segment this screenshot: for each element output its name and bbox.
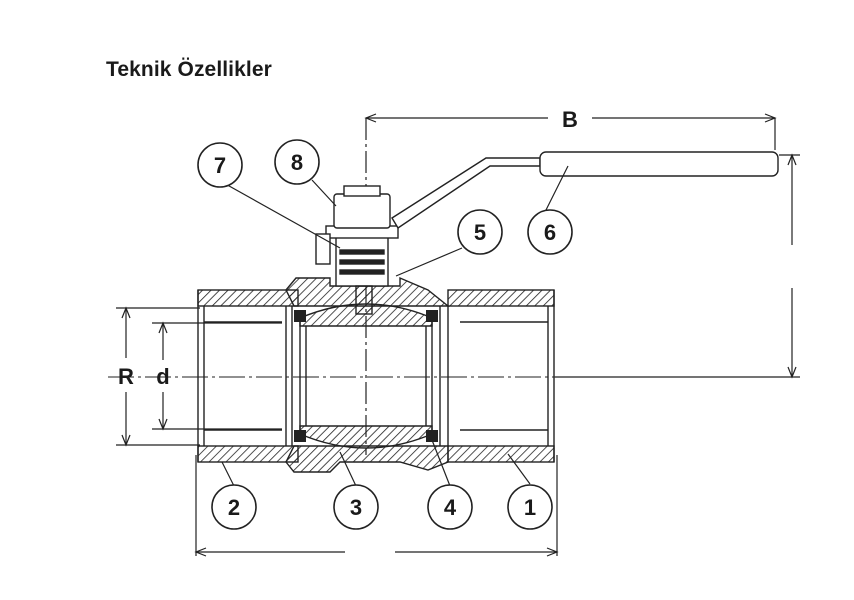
callout-6-label: 6 [544,220,556,245]
valve-ball [285,303,449,449]
callout-5-label: 5 [474,220,486,245]
callout-2-label: 2 [228,495,240,520]
dimension-overall-length [194,455,559,557]
valve-seats [294,310,438,442]
valve-stem [315,225,399,315]
callout-6: 6 [527,209,573,255]
dimension-r-label: R [118,364,134,389]
callout-4: 4 [427,484,473,530]
callout-3: 3 [333,484,379,530]
dimension-b-label: B [562,107,578,132]
callout-3-label: 3 [350,495,362,520]
valve-handle [391,151,779,229]
stem-nut [333,185,391,229]
callout-8: 8 [274,139,320,185]
dimension-r-d [116,306,282,447]
callout-7-label: 7 [214,153,226,178]
callout-1: 1 [507,484,553,530]
callout-7: 7 [197,142,243,188]
callout-1-label: 1 [524,495,536,520]
page-title: Teknik Özellikler [106,58,272,81]
callout-5: 5 [457,209,503,255]
callout-2: 2 [211,484,257,530]
leader-lines [221,165,569,487]
callout-8-label: 8 [291,150,303,175]
dimension-d-label: d [156,364,169,389]
callout-4-label: 4 [444,495,457,520]
dimension-handle-height [555,153,800,379]
